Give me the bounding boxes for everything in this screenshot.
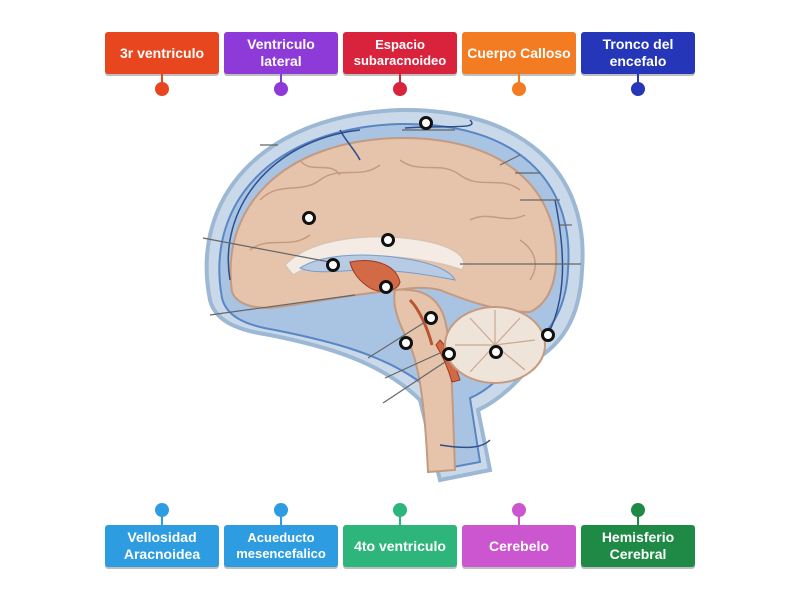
label-hemisferio-cerebral[interactable]: Hemisferio Cerebral — [581, 525, 695, 567]
pin-dot — [512, 82, 526, 96]
label-3r-ventriculo[interactable]: 3r ventriculo — [105, 32, 219, 74]
pin-line — [518, 515, 520, 525]
hotspot-cerebrum[interactable] — [302, 211, 316, 225]
leader-lines — [202, 129, 581, 404]
hotspot-third-ventricle[interactable] — [379, 280, 393, 294]
pin-line — [399, 74, 401, 84]
pin-line — [637, 74, 639, 84]
pin-line — [280, 74, 282, 84]
hotspot-aqueduct[interactable] — [424, 311, 438, 325]
hotspot-brainstem[interactable] — [399, 336, 413, 350]
hotspot-subarachnoid[interactable] — [541, 328, 555, 342]
pin-dot — [631, 503, 645, 517]
hotspot-cerebellum[interactable] — [489, 345, 503, 359]
pin-line — [518, 74, 520, 84]
label-cuerpo-calloso[interactable]: Cuerpo Calloso — [462, 32, 576, 74]
label-espacio-subaracnoideo[interactable]: Espacio subaracnoideo — [343, 32, 457, 74]
pin-line — [280, 515, 282, 525]
hotspot-corpus-callosum[interactable] — [381, 233, 395, 247]
label-acueducto-mesencefalico[interactable]: Acueducto mesencefalico — [224, 525, 338, 567]
hotspot-lateral-ventricle[interactable] — [326, 258, 340, 272]
hotspot-fourth-ventricle[interactable] — [442, 347, 456, 361]
brainstem-shape — [393, 288, 457, 474]
pin-dot — [274, 503, 288, 517]
aqueduct-shape — [408, 298, 434, 346]
pin-dot — [631, 82, 645, 96]
pin-dot — [155, 503, 169, 517]
pin-line — [161, 74, 163, 84]
pin-line — [399, 515, 401, 525]
pin-dot — [512, 503, 526, 517]
pin-dot — [393, 503, 407, 517]
label-cerebelo[interactable]: Cerebelo — [462, 525, 576, 567]
label-vellosidad-aracnoidea[interactable]: Vellosidad Aracnoidea — [105, 525, 219, 567]
pin-line — [637, 515, 639, 525]
pin-line — [161, 515, 163, 525]
csf-flow-lines — [227, 119, 564, 449]
pin-dot — [155, 82, 169, 96]
label-ventriculo-lateral[interactable]: Ventriculo lateral — [224, 32, 338, 74]
label-4to-ventriculo[interactable]: 4to ventriculo — [343, 525, 457, 567]
pin-dot — [274, 82, 288, 96]
pin-dot — [393, 82, 407, 96]
label-tronco-del-encefalo[interactable]: Tronco del encefalo — [581, 32, 695, 74]
hotspot-top[interactable] — [419, 116, 433, 130]
gyri-lines — [249, 159, 536, 281]
